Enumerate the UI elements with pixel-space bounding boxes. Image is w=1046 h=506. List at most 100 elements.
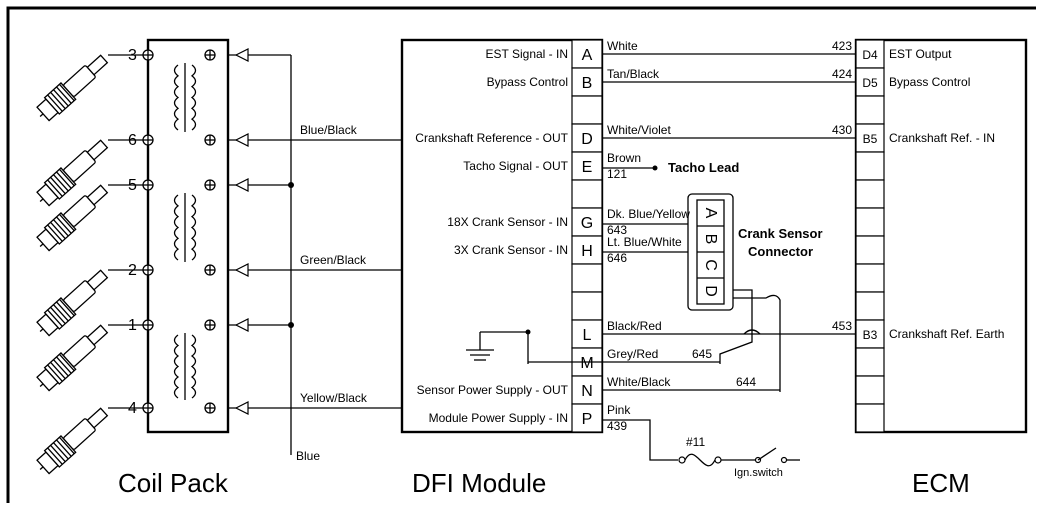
dfi-pin-cell xyxy=(571,95,603,125)
circuit-number: 645 xyxy=(692,347,712,361)
dfi-pin-cell xyxy=(571,319,603,349)
crank-pin-d: D xyxy=(702,285,719,297)
wire-color-label: Lt. Blue/White xyxy=(607,235,682,249)
terminal-arrow-icon xyxy=(234,263,249,277)
ecm-pin-cell xyxy=(855,151,885,181)
terminal-arrow-icon xyxy=(234,178,249,192)
dfi-pin-letter: B xyxy=(582,75,593,92)
wire-color-label: Brown xyxy=(607,151,641,165)
spark-plug-icon xyxy=(36,139,109,207)
coil-windings xyxy=(173,63,197,400)
wire-label-blue-black: Blue/Black xyxy=(300,123,358,137)
wire-color-label: Pink xyxy=(607,403,631,417)
crank-pin-a: A xyxy=(702,208,719,219)
ecm-pin-label: Bypass Control xyxy=(889,75,970,89)
ecm-pin-cell xyxy=(855,291,885,321)
dfi-pin-letter: P xyxy=(582,411,593,428)
dfi-pin-cell xyxy=(571,291,603,321)
ecm-pin-cell xyxy=(855,235,885,265)
terminal-arrow-icon xyxy=(234,48,249,62)
ign-switch-label: Ign.switch xyxy=(734,467,783,479)
dfi-pin-label: 18X Crank Sensor - IN xyxy=(447,215,568,229)
spark-plug-icon xyxy=(36,184,109,252)
circuit-number: 424 xyxy=(832,67,852,81)
wire-label-yellow-black: Yellow/Black xyxy=(300,391,368,405)
crank-sensor-title-1: Crank Sensor xyxy=(738,226,823,241)
circuit-number: 644 xyxy=(736,375,756,389)
circuit-number: 643 xyxy=(607,223,627,237)
crank-sensor-title-2: Connector xyxy=(748,244,813,259)
ecm-pin-cell xyxy=(855,179,885,209)
dfi-pin-cell xyxy=(571,179,603,209)
dfi-pin-letter: H xyxy=(581,243,593,260)
dfi-pin-letter: N xyxy=(581,383,593,400)
circuit-number: 439 xyxy=(607,419,627,433)
ecm-pin-cell xyxy=(855,375,885,405)
circuit-number: 121 xyxy=(607,167,627,181)
wire-color-label: Grey/Red xyxy=(607,347,658,361)
terminal-arrow-icon xyxy=(234,133,249,147)
dfi-pin-label: Bypass Control xyxy=(487,75,568,89)
ecm-pin-cell xyxy=(855,263,885,293)
dfi-pin-letter: D xyxy=(581,131,593,148)
primary-winding xyxy=(173,194,180,261)
diagram-frame xyxy=(6,6,1036,503)
dfi-pin-cell xyxy=(571,151,603,181)
ecm-pin-label: Crankshaft Ref. - IN xyxy=(889,131,995,145)
dfi-pin-label: 3X Crank Sensor - IN xyxy=(454,243,568,257)
dfi-pin-cell xyxy=(571,235,603,265)
dfi-pin-cell xyxy=(571,263,603,293)
secondary-winding xyxy=(190,64,197,131)
dfi-pin-cell xyxy=(571,207,603,237)
primary-winding xyxy=(173,334,180,399)
fuse-label: #11 xyxy=(686,435,705,449)
spark-plug-icon xyxy=(36,324,109,392)
wire-label-blue: Blue xyxy=(296,449,320,463)
spark-plug-icon xyxy=(36,407,109,475)
dfi-pin-label: Sensor Power Supply - OUT xyxy=(417,383,569,397)
spark-plug-leads xyxy=(36,54,143,475)
ecm-pin-cell xyxy=(855,39,885,69)
crank-pin-c: C xyxy=(702,259,719,271)
dfi-pin-label: Module Power Supply - IN xyxy=(429,411,568,425)
ecm-pin-cell xyxy=(855,95,885,125)
circuit-number: 453 xyxy=(832,319,852,333)
coil-pack-title: Coil Pack xyxy=(118,468,229,498)
wire-color-label: Tan/Black xyxy=(607,67,660,81)
spark-plug-icon xyxy=(36,54,109,122)
ecm-title: ECM xyxy=(912,468,970,498)
circuit-number: 423 xyxy=(832,39,852,53)
terminal-arrow-icon xyxy=(234,318,249,332)
wire-label-green-black: Green/Black xyxy=(300,253,367,267)
dfi-pin-letter: G xyxy=(581,215,593,232)
dfi-module-title: DFI Module xyxy=(412,468,546,498)
ecm-pin-code: B3 xyxy=(863,328,878,342)
ecm-pin-label: EST Output xyxy=(889,47,952,61)
dfi-pin-cell xyxy=(571,403,603,433)
ecm-pin-cell xyxy=(855,347,885,377)
circuit-number: 430 xyxy=(832,123,852,137)
dfi-pin-label: Tacho Signal - OUT xyxy=(463,159,568,173)
dfi-module-body xyxy=(400,38,604,434)
wire-color-label: White/Black xyxy=(607,375,671,389)
ecm-pin-code: B5 xyxy=(863,132,878,146)
ecm-pin-cell xyxy=(855,123,885,153)
wire-color-label: Black/Red xyxy=(607,319,662,333)
coil-pack-body xyxy=(146,38,230,434)
wire-color-label: White xyxy=(607,39,638,53)
dfi-pin-letter: M xyxy=(580,355,593,372)
spark-plug-icon xyxy=(36,269,109,337)
terminal-arrow-icon xyxy=(234,401,249,415)
primary-winding xyxy=(173,64,180,131)
dfi-pin-letter: E xyxy=(582,159,593,176)
dfi-pin-label: Crankshaft Reference - OUT xyxy=(415,131,568,145)
dfi-pin-cell xyxy=(571,375,603,405)
secondary-winding xyxy=(190,334,197,399)
secondary-winding xyxy=(190,194,197,261)
tacho-lead-label: Tacho Lead xyxy=(668,160,739,175)
ecm-pin-code: D5 xyxy=(862,76,878,90)
